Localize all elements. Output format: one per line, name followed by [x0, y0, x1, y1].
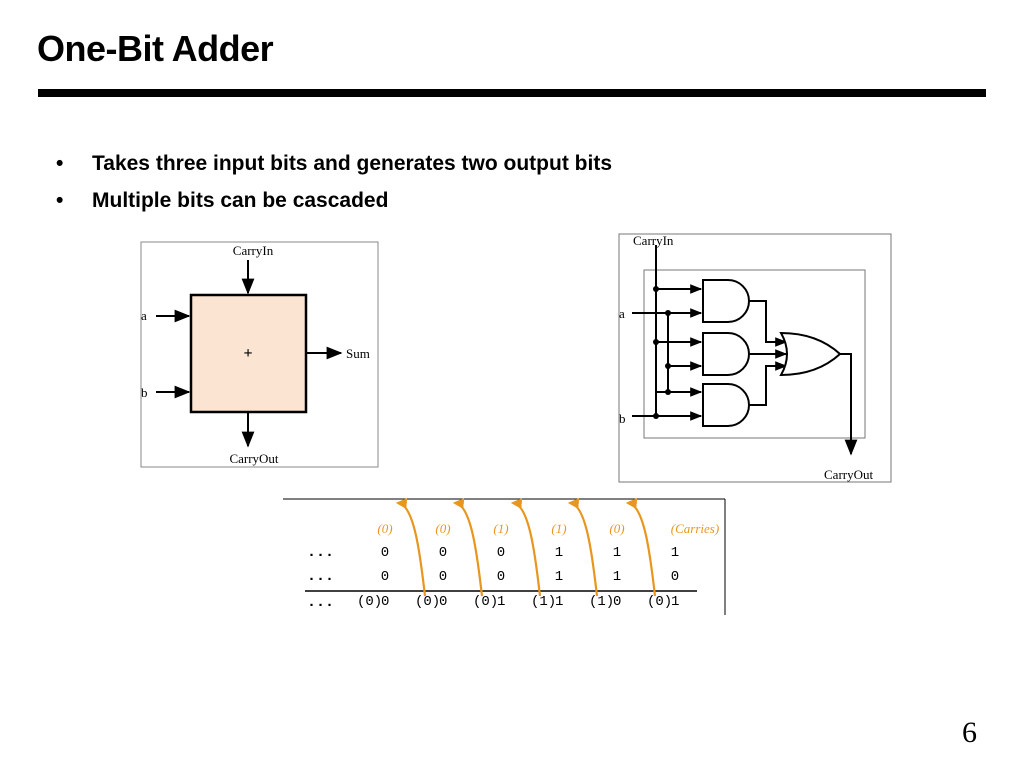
result-digit: 1 [671, 594, 679, 610]
result-digit: 0 [381, 594, 389, 610]
operand-a-digit: 0 [381, 545, 389, 561]
carry-out-wire [840, 353, 858, 456]
gate-carry-in-label: CarryIn [633, 233, 674, 248]
bullet-list: • Takes three input bits and generates tw… [56, 152, 612, 226]
carries-label: (Carries) [671, 521, 719, 536]
title-rule [38, 89, 986, 97]
gate-carry-out-label: CarryOut [824, 467, 873, 482]
bullet-text: Multiple bits can be cascaded [92, 189, 389, 212]
carry-value: (1) [493, 521, 508, 536]
result-carry: (0) [647, 594, 672, 610]
result-carry: (1) [589, 594, 614, 610]
result-digit: 0 [439, 594, 447, 610]
page-number: 6 [962, 716, 977, 749]
or-gate [779, 331, 842, 377]
operand-a-digit: 1 [613, 545, 621, 561]
bullet-text: Takes three input bits and generates two… [92, 152, 612, 175]
ellipsis: ... [307, 594, 334, 611]
operand-b-digit: 0 [497, 569, 505, 585]
operand-a-digit: 0 [497, 545, 505, 561]
and-gate-3 [702, 383, 750, 427]
sum-label: Sum [346, 346, 370, 361]
carry-arrow [395, 498, 427, 597]
carry-value: (1) [551, 521, 566, 536]
carry-value: (0) [609, 521, 624, 536]
gate-input-b-label: b [619, 411, 626, 426]
adder-symbol: + [243, 345, 252, 362]
result-carry: (0) [473, 594, 498, 610]
carry-out-label: CarryOut [229, 451, 278, 466]
slide-title: One-Bit Adder [37, 28, 274, 69]
carry-arrow [625, 498, 657, 597]
adder-block-diagram: + CarryIn a b Sum CarryOut [140, 241, 379, 468]
carry-arrow [510, 498, 542, 597]
carry-arrow [452, 498, 484, 597]
carry-out-gate-diagram: CarryIn a b CarryOut [618, 233, 892, 483]
and-gate-2 [702, 332, 750, 376]
result-digit: 0 [613, 594, 621, 610]
operand-b-digit: 0 [671, 569, 679, 585]
result-digit: 1 [497, 594, 505, 610]
result-carry: (0) [357, 594, 382, 610]
bullet-item: • Multiple bits can be cascaded [56, 189, 612, 226]
result-digit: 1 [555, 594, 563, 610]
and-gate-1 [702, 279, 750, 323]
carry-value: (0) [377, 521, 392, 536]
operand-b-digit: 0 [381, 569, 389, 585]
carry-value: (0) [435, 521, 450, 536]
operand-b-digit: 1 [555, 569, 563, 585]
ellipsis: ... [307, 568, 334, 585]
input-b-label: b [141, 385, 148, 400]
ellipsis: ... [307, 544, 334, 561]
result-carry: (0) [415, 594, 440, 610]
adder-box [189, 293, 308, 414]
bullet-dot: • [56, 152, 64, 175]
bullet-item: • Takes three input bits and generates tw… [56, 152, 612, 189]
carry-in-label: CarryIn [233, 243, 274, 258]
bullet-dot: • [56, 189, 64, 212]
addition-table: (0) (0) (1) (1) (0) (Carries) ... ... ..… [283, 498, 726, 615]
operand-a-digit: 1 [555, 545, 563, 561]
operand-a-digit: 1 [671, 545, 679, 561]
gate-frame-inner [643, 269, 866, 439]
result-carry: (1) [531, 594, 556, 610]
operand-b-digit: 0 [439, 569, 447, 585]
carry-arrow [567, 498, 599, 597]
gate-input-a-label: a [619, 306, 625, 321]
operand-a-digit: 0 [439, 545, 447, 561]
operand-b-digit: 1 [613, 569, 621, 585]
input-a-label: a [141, 308, 147, 323]
